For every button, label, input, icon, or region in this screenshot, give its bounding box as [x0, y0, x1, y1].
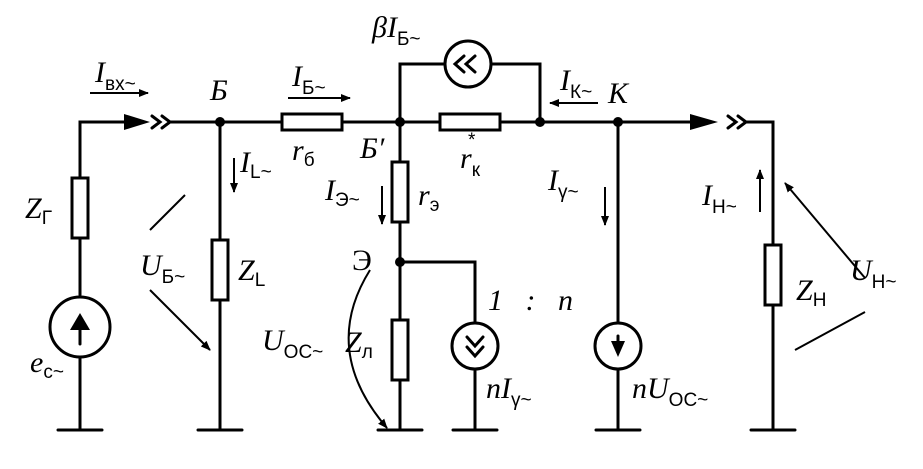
- label-i-e: I: [324, 174, 337, 207]
- output-terminal-icon: [726, 114, 749, 130]
- svg-text:Iвх~: Iвх~: [94, 56, 136, 95]
- label-i-in: I: [94, 56, 107, 89]
- label-beta: β: [371, 11, 387, 44]
- svg-text:Zл: Zл: [345, 326, 373, 363]
- label-z-lambda-sub: л: [362, 342, 373, 363]
- label-u-b: U: [140, 249, 164, 282]
- label-i-in-sub: вх~: [105, 74, 136, 95]
- svg-text:rэ: rэ: [418, 179, 439, 216]
- label-i-e-sub: Э~: [335, 190, 360, 211]
- label-i-k: I: [559, 64, 572, 97]
- label-u-h: U: [850, 254, 874, 287]
- svg-text:nIγ~: nIγ~: [486, 372, 532, 411]
- label-r-b-sub: б: [304, 150, 315, 171]
- label-n-i: nI: [486, 372, 513, 405]
- label-n-u-sub: ОС~: [669, 390, 709, 411]
- svg-text:UН~: UН~: [850, 254, 897, 293]
- label-beta-i: I: [386, 11, 399, 44]
- output-current-arrow: [690, 114, 718, 130]
- svg-text:IН~: IН~: [701, 179, 737, 218]
- zl-impedance: [210, 238, 230, 302]
- label-i-b-sub: Б~: [302, 78, 326, 99]
- label-r-k-sub: к: [472, 160, 481, 181]
- svg-text:rк: rк: [460, 142, 481, 181]
- label-i-k-sub: К~: [570, 82, 592, 103]
- label-node-e: Э: [352, 244, 372, 277]
- rb-resistor: [280, 112, 344, 132]
- label-z-h: Z: [796, 274, 813, 307]
- svg-text:UОС~: UОС~: [262, 324, 323, 363]
- zg-impedance: [70, 176, 90, 240]
- z-lambda-impedance: [390, 318, 410, 382]
- label-beta-sub: Б~: [397, 29, 421, 50]
- label-node-b-prime: Б′: [359, 132, 385, 165]
- svg-text:ZН: ZН: [796, 274, 826, 311]
- svg-text:IК~: IК~: [559, 64, 592, 103]
- svg-text:IL~: IL~: [239, 146, 272, 183]
- svg-text:Iγ~: Iγ~: [547, 164, 579, 203]
- input-current-arrow: [124, 114, 150, 130]
- label-r-e: r: [418, 179, 430, 212]
- svg-text:ZГ: ZГ: [25, 192, 52, 229]
- svg-text:IЭ~: IЭ~: [324, 174, 360, 211]
- label-u-os: U: [262, 324, 286, 357]
- svg-text:IБ~: IБ~: [291, 60, 326, 99]
- label-node-k: К: [607, 77, 630, 110]
- u-h-arrow: [785, 183, 866, 351]
- label-u-h-sub: Н~: [872, 272, 897, 293]
- svg-text:ZL: ZL: [238, 254, 265, 291]
- label-e-c-sub: с~: [43, 362, 64, 383]
- label-z-g-sub: Г: [42, 208, 52, 229]
- label-i-h-sub: Н~: [712, 197, 737, 218]
- re-resistor: [390, 160, 410, 224]
- label-n-u: nU: [632, 372, 671, 405]
- svg-text:βIБ~: βIБ~: [371, 11, 421, 50]
- label-i-l: I: [239, 146, 252, 179]
- label-transformer-ratio: 1 : n: [488, 284, 573, 317]
- label-r-k-sup: *: [468, 130, 476, 151]
- label-z-h-sub: Н: [813, 290, 827, 311]
- node-rk-dot: [535, 117, 545, 127]
- label-z-l-sub: L: [255, 270, 266, 291]
- label-r-e-sub: э: [430, 195, 440, 216]
- label-r-k: r: [460, 142, 472, 175]
- label-i-gamma-sub: γ~: [558, 182, 579, 203]
- label-z-lambda: Z: [345, 326, 362, 359]
- label-e-c: e: [30, 346, 43, 379]
- svg-text:eс~: eс~: [30, 346, 64, 383]
- label-u-b-sub: Б~: [162, 267, 186, 288]
- label-n-i-sub: γ~: [511, 390, 532, 411]
- input-terminal-icon: [150, 114, 173, 130]
- u-b-arrow: [149, 194, 210, 350]
- label-i-l-sub: L~: [250, 162, 272, 183]
- zh-impedance: [763, 243, 783, 307]
- label-z-l: Z: [238, 254, 255, 287]
- label-node-b: Б: [209, 74, 228, 107]
- svg-text:nUОС~: nUОС~: [632, 372, 708, 411]
- svg-text:rб: rб: [292, 134, 315, 171]
- label-i-gamma: I: [547, 164, 560, 197]
- label-r-b: r: [292, 134, 304, 167]
- label-i-b: I: [291, 60, 304, 93]
- load-wire: [744, 120, 775, 247]
- svg-text:UБ~: UБ~: [140, 249, 185, 288]
- u-os-arrow: [347, 269, 388, 429]
- label-u-os-sub: ОС~: [284, 342, 324, 363]
- label-z-g: Z: [25, 192, 42, 225]
- label-i-h: I: [701, 179, 714, 212]
- rk-resistor: [438, 112, 502, 132]
